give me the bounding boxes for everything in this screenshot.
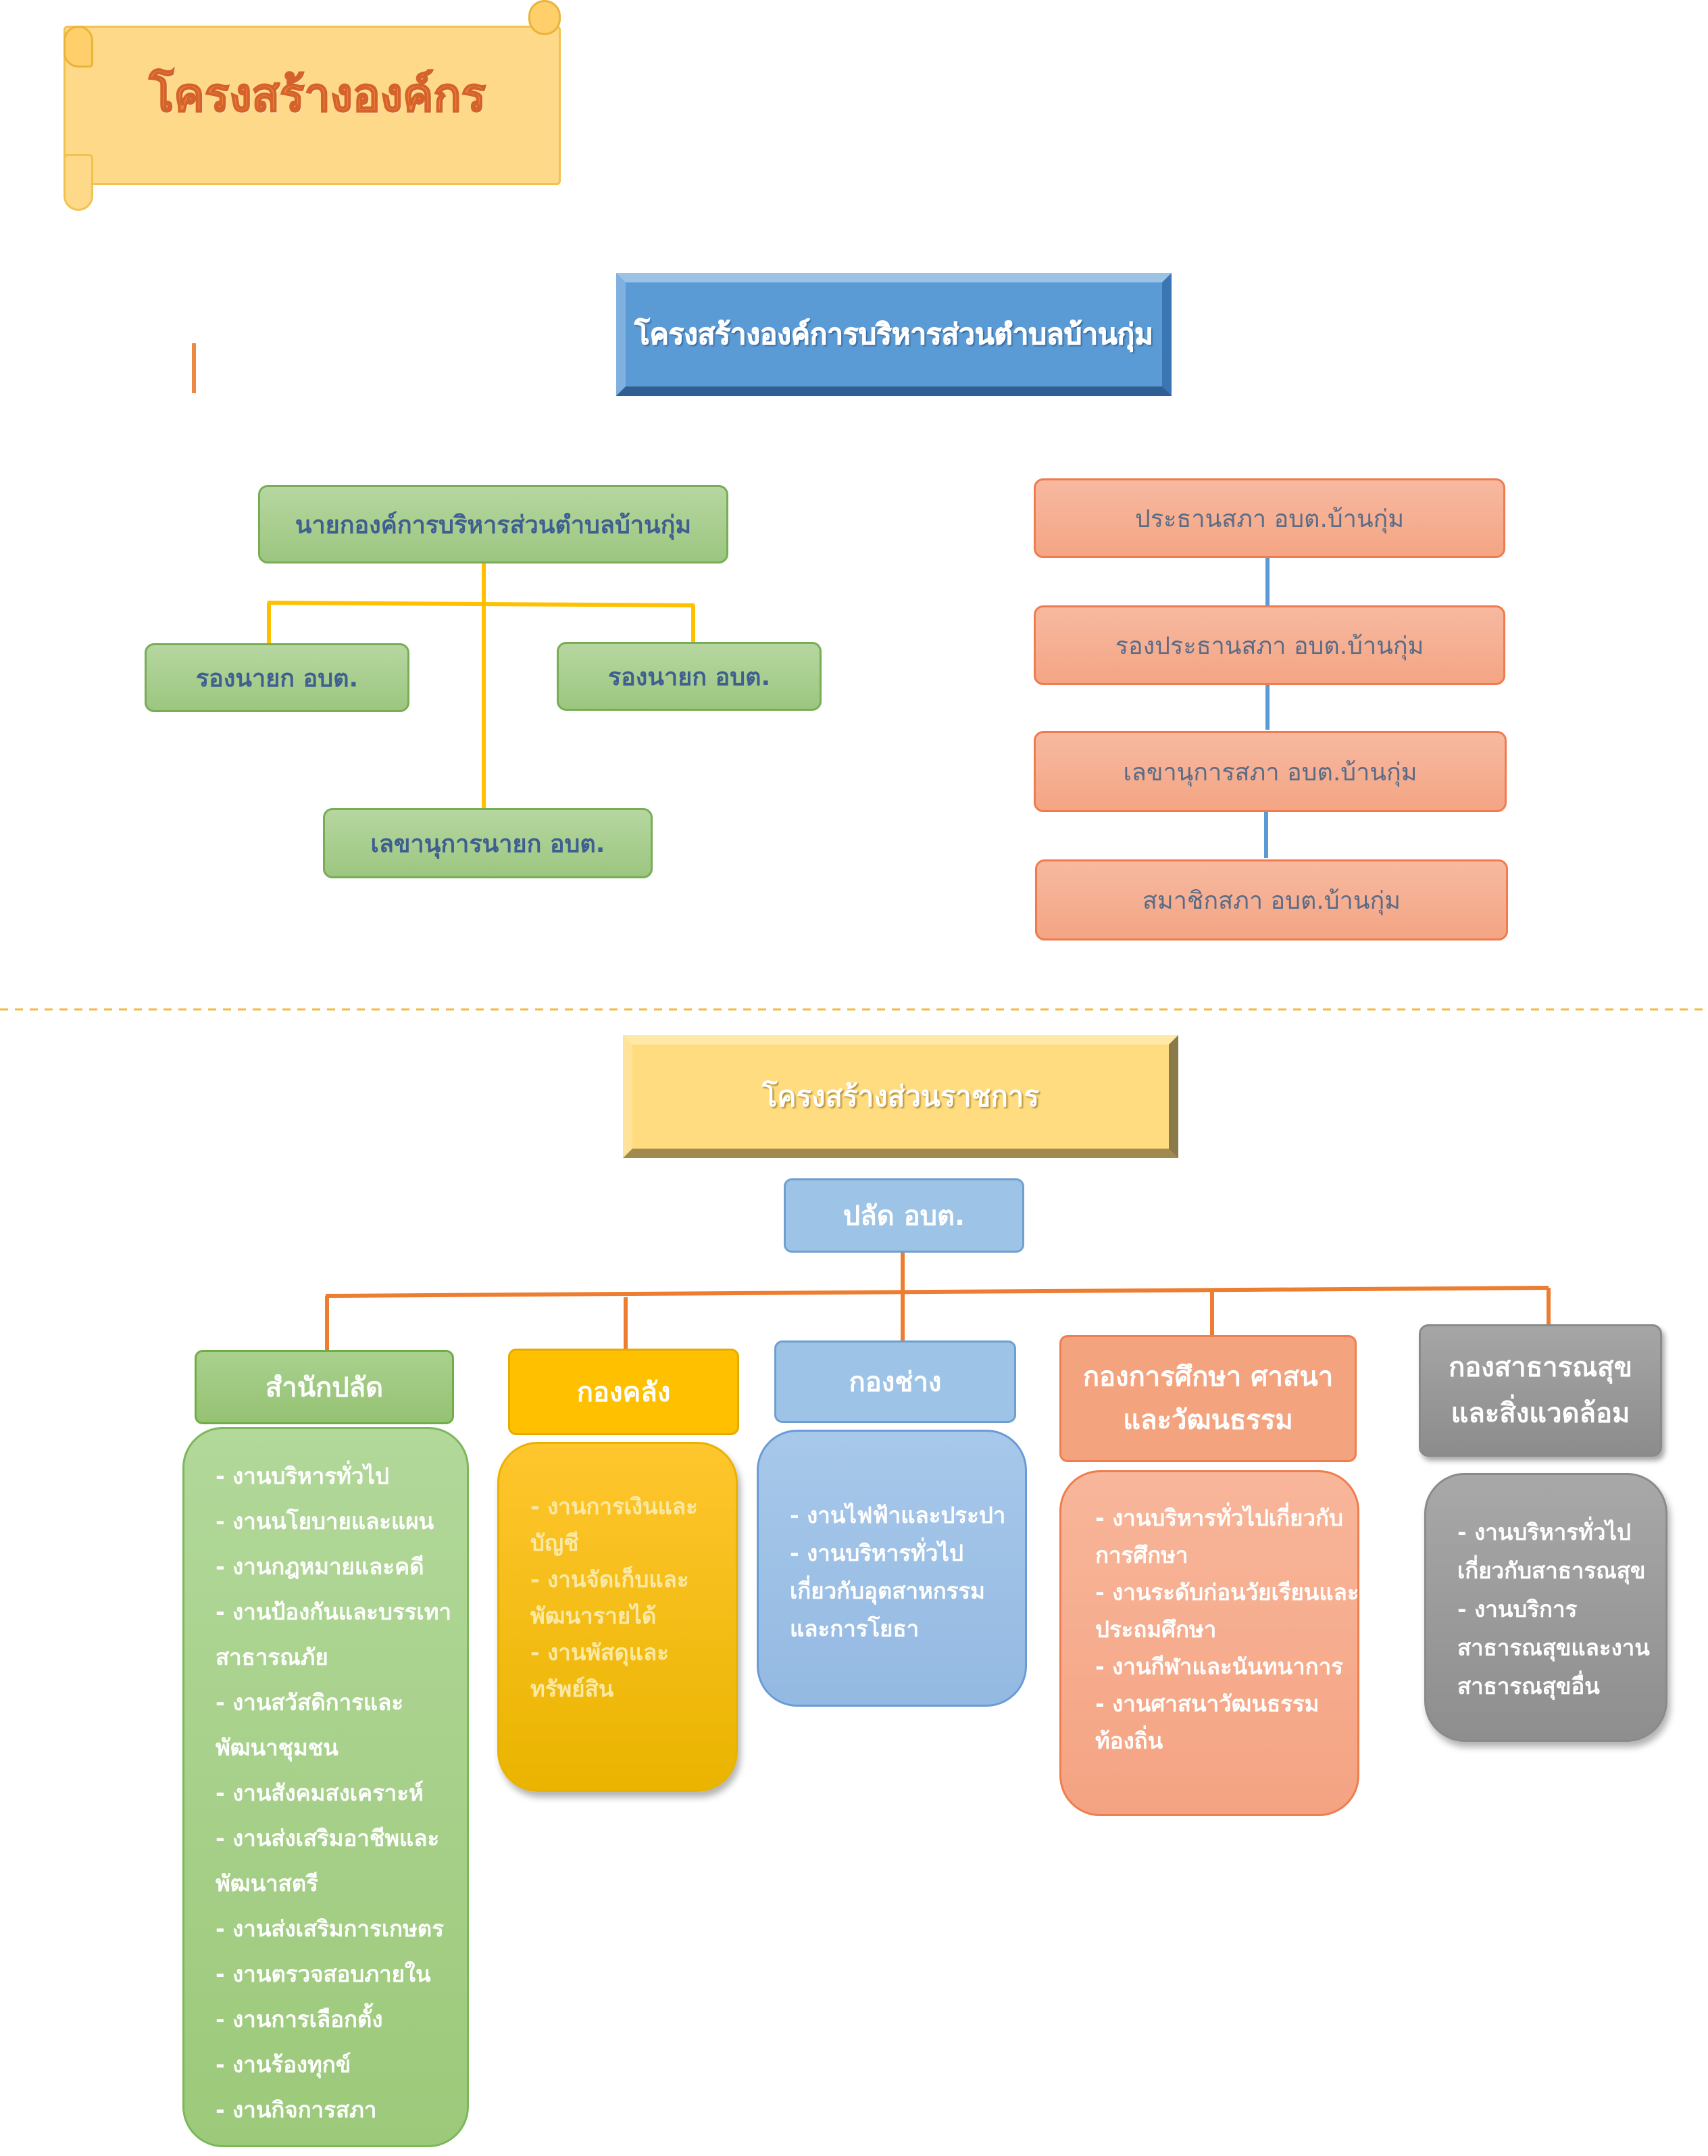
division-office-tasks: - งานบริหารทั่วไป - งานนโยบายและแผน - งา…	[182, 1427, 469, 2147]
division-health-box: กองสาธารณสุข และสิ่งแวดล้อม	[1419, 1324, 1662, 1457]
division-office-box: สำนักปลัด	[195, 1350, 454, 1424]
executive-header-label: โครงสร้างองค์การบริหารส่วนตำบลบ้านกุ่ม	[634, 318, 1154, 351]
task-item: ท้องถิ่น	[1095, 1728, 1163, 1754]
task-item: - งานบริหารทั่วไปเกี่ยวกับ	[1095, 1505, 1343, 1531]
council-secretary-box: เลขานุการสภา อบต.บ้านกุ่ม	[1034, 731, 1507, 812]
division-office-label: สำนักปลัด	[265, 1372, 384, 1403]
division-education-tasks: - งานบริหารทั่วไปเกี่ยวกับ การศึกษา - งา…	[1059, 1470, 1359, 1816]
task-item: - งานกิจการสภา	[216, 2097, 377, 2123]
chief-administrator-label: ปลัด อบต.	[843, 1201, 965, 1232]
division-engineering-tasks: - งานไฟฟ้าและประปา - งานบริหารทั่วไป เกี…	[757, 1430, 1027, 1707]
task-item: ประถมศึกษา	[1095, 1616, 1217, 1643]
task-item: การศึกษา	[1095, 1542, 1188, 1568]
mayor-label: นายกองค์การบริหารส่วนตำบลบ้านกุ่ม	[295, 511, 692, 539]
orange-marker	[192, 343, 196, 393]
deputy-right-box: รองนายก อบต.	[557, 642, 822, 711]
task-item: - งานสังคมสงเคราะห์	[216, 1780, 424, 1806]
task-item: สาธารณสุขและงาน	[1457, 1634, 1650, 1661]
task-item: สาธารณภัย	[216, 1644, 328, 1670]
scroll-curl-bottom	[64, 154, 93, 211]
task-item: พัฒนารายได้	[530, 1603, 657, 1629]
division-finance-box: กองคลัง	[508, 1349, 739, 1435]
task-item: ทรัพย์สิน	[530, 1676, 614, 1702]
council-secretary-label: เลขานุการสภา อบต.บ้านกุ่ม	[1123, 758, 1417, 786]
deputy-left-box: รองนายก อบต.	[145, 643, 409, 712]
task-item: - งานร้องทุกข์	[216, 2051, 351, 2078]
division-finance-label: กองคลัง	[576, 1377, 671, 1408]
civil-service-header: โครงสร้างส่วนราชการ	[623, 1035, 1178, 1158]
task-item: - งานสวัสดิการและ	[216, 1689, 404, 1715]
division-education-label-line1: กองการศึกษา ศาสนา	[1082, 1361, 1334, 1393]
mayor-secretary-box: เลขานุการนายก อบต.	[323, 808, 653, 878]
task-item: เกี่ยวกับสาธารณสุข	[1457, 1557, 1646, 1584]
task-item: - งานการเลือกตั้ง	[216, 2006, 383, 2032]
deputy-right-label: รองนายก อบต.	[607, 663, 771, 691]
civil-service-header-label: โครงสร้างส่วนราชการ	[761, 1080, 1040, 1113]
mayor-secretary-label: เลขานุการนายก อบต.	[370, 830, 605, 858]
title-scroll	[64, 26, 561, 185]
mayor-box: นายกองค์การบริหารส่วนตำบลบ้านกุ่ม	[258, 485, 728, 563]
task-item: และการโยธา	[790, 1615, 920, 1642]
division-finance-tasks: - งานการเงินและ บัญชี - งานจัดเก็บและ พั…	[497, 1442, 738, 1792]
division-health-label-line1: กองสาธารณสุข	[1449, 1352, 1632, 1383]
task-item: - งานบริหารทั่วไป	[790, 1540, 963, 1566]
connector-divisions-bar	[325, 1286, 1549, 1298]
task-item: - งานกีฬาและนันทนาการ	[1095, 1653, 1343, 1680]
task-item: เกี่ยวกับอุตสาหกรรม	[790, 1578, 985, 1604]
task-item: - งานบริการ	[1457, 1596, 1578, 1622]
division-education-label-line2: และวัฒนธรรม	[1123, 1405, 1293, 1436]
task-item: - งานป้องกันและบรรเทา	[216, 1599, 451, 1625]
council-members-label: สมาชิกสภา อบต.บ้านกุ่ม	[1142, 886, 1401, 915]
council-members-box: สมาชิกสภา อบต.บ้านกุ่ม	[1035, 859, 1508, 941]
deputy-left-label: รองนายก อบต.	[195, 664, 359, 693]
task-item: พัฒนาชุมชน	[216, 1734, 338, 1761]
task-item: - งานการเงินและ	[530, 1493, 698, 1520]
task-item: - งานจัดเก็บและ	[530, 1566, 689, 1593]
scroll-curl-right	[528, 0, 561, 35]
task-item: พัฒนาสตรี	[216, 1870, 318, 1897]
task-item: - งานกฎหมายและคดี	[216, 1553, 424, 1580]
task-item: สาธารณสุขอื่น	[1457, 1673, 1600, 1699]
chief-administrator-box: ปลัด อบต.	[784, 1178, 1024, 1253]
connector-deputies-bar	[267, 601, 695, 607]
division-engineering-box: กองช่าง	[774, 1340, 1016, 1423]
task-item: - งานศาสนาวัฒนธรรม	[1095, 1690, 1320, 1717]
council-chair-label: ประธานสภา อบต.บ้านกุ่ม	[1134, 505, 1405, 533]
division-education-box: กองการศึกษา ศาสนา และวัฒนธรรม	[1059, 1335, 1357, 1462]
page-title: โครงสร้างองค์กร	[149, 68, 486, 123]
task-item: - งานส่งเสริมการเกษตร	[216, 1915, 444, 1942]
task-item: - งานส่งเสริมอาชีพและ	[216, 1825, 440, 1851]
task-item: บัญชี	[530, 1530, 579, 1556]
scroll-curl-left	[64, 26, 93, 68]
council-chair-box: ประธานสภา อบต.บ้านกุ่ม	[1034, 478, 1505, 558]
council-vice-chair-label: รองประธานสภา อบต.บ้านกุ่ม	[1115, 632, 1424, 660]
task-item: - งานไฟฟ้าและประปา	[790, 1502, 1006, 1528]
task-item: - งานตรวจสอบภายใน	[216, 1961, 431, 1987]
division-health-tasks: - งานบริหารทั่วไป เกี่ยวกับสาธารณสุข - ง…	[1424, 1473, 1667, 1742]
division-health-label-line2: และสิ่งแวดล้อม	[1451, 1398, 1630, 1429]
executive-header: โครงสร้างองค์การบริหารส่วนตำบลบ้านกุ่ม	[616, 273, 1172, 396]
division-engineering-label: กองช่าง	[849, 1367, 942, 1398]
task-item: - งานระดับก่อนวัยเรียนและ	[1095, 1579, 1359, 1605]
task-item: - งานบริหารทั่วไป	[1457, 1519, 1631, 1545]
task-item: - งานบริหารทั่วไป	[216, 1463, 389, 1489]
task-item: - งานนโยบายและแผน	[216, 1508, 434, 1534]
council-vice-chair-box: รองประธานสภา อบต.บ้านกุ่ม	[1034, 605, 1505, 685]
task-item: - งานพัสดุและ	[530, 1639, 669, 1665]
